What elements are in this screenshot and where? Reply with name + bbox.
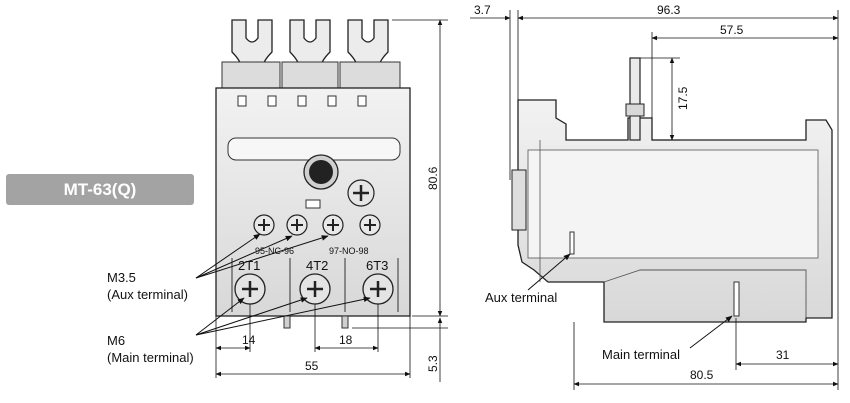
model-badge: MT-63(Q) xyxy=(6,174,194,205)
dim-top-depth: 57.5 xyxy=(720,23,744,37)
callout-main-screw: M6 xyxy=(107,333,125,348)
dim-height: 80.6 xyxy=(426,166,440,190)
dim-pitch-left: 14 xyxy=(242,333,256,347)
side-pin xyxy=(629,57,641,141)
dim-side-offset: 3.7 xyxy=(474,3,491,17)
side-view: Aux terminal Main terminal 3.7 96.3 57.5… xyxy=(470,3,839,390)
callout-main-name: (Main terminal) xyxy=(107,350,194,365)
aux-label-no: 97-NO-98 xyxy=(329,246,369,256)
terminal-label-6t3: 6T3 xyxy=(366,258,388,273)
front-view: 95-NC-96 97-NO-98 2T1 4T2 6T3 xyxy=(107,19,448,382)
dim-bottom-offset: 5.3 xyxy=(426,355,440,372)
dim-pitch-right: 18 xyxy=(339,333,353,347)
dim-width: 55 xyxy=(305,359,319,373)
terminal-label-4t2: 4T2 xyxy=(306,258,328,273)
callout-side-aux: Aux terminal xyxy=(485,290,557,305)
callout-aux-name: (Aux terminal) xyxy=(107,287,188,302)
terminal-label-2t1: 2T1 xyxy=(238,258,260,273)
dim-pin-height: 17.5 xyxy=(676,86,690,110)
callout-side-main: Main terminal xyxy=(602,347,680,362)
callout-aux-screw: M3.5 xyxy=(107,270,136,285)
aux-label-nc: 95-NC-96 xyxy=(255,246,294,256)
dim-main-terminal-depth: 31 xyxy=(776,348,790,362)
dim-bottom-depth: 80.5 xyxy=(690,368,714,382)
dim-overall-depth: 96.3 xyxy=(657,3,681,17)
